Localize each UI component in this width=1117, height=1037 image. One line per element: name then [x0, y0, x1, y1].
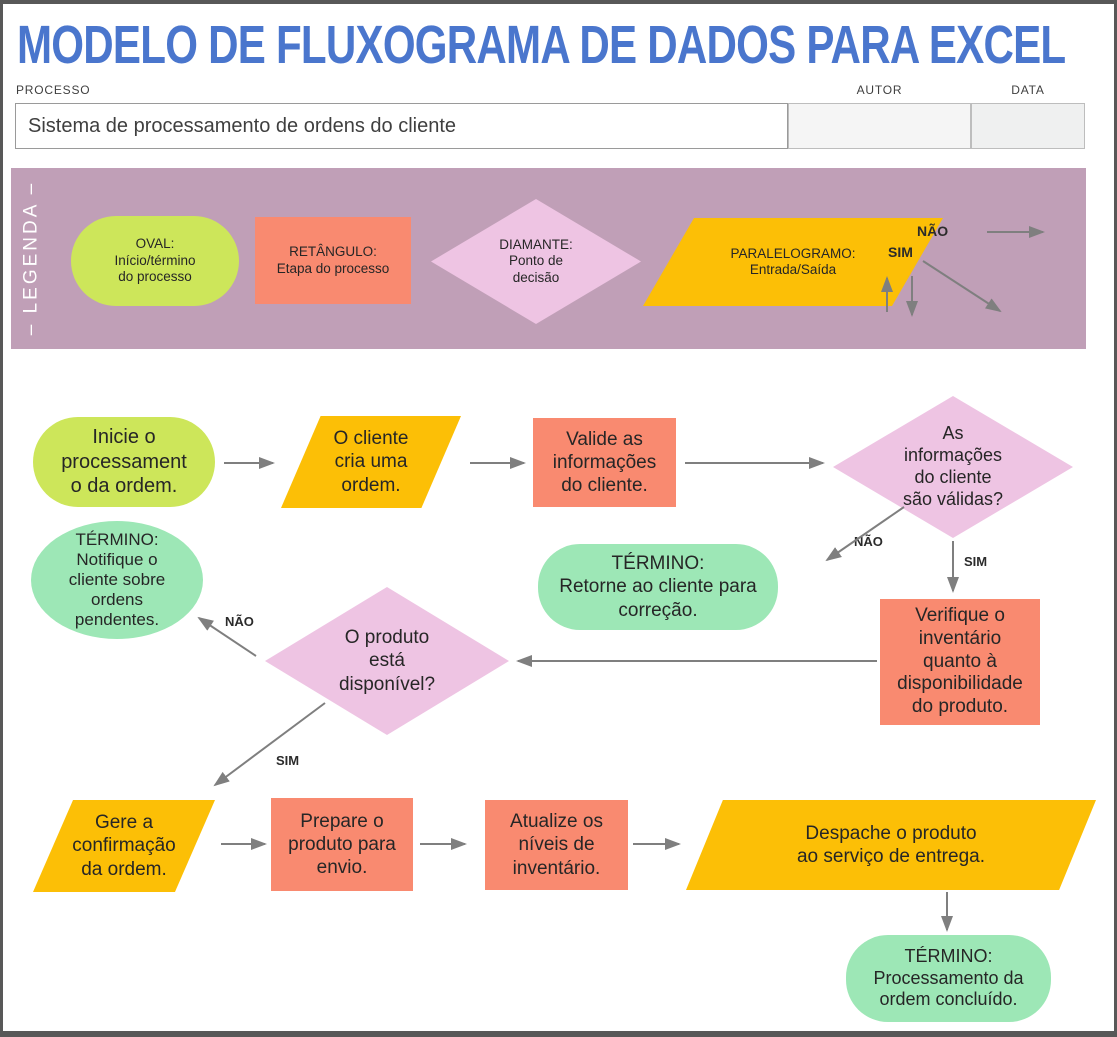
legend-band: – LEGENDA – OVAL: Início/término do proc… — [11, 168, 1086, 349]
author-input[interactable] — [788, 103, 971, 149]
arrow-product-available-yes-to-confirmation — [213, 702, 326, 787]
info-valid-yes-label: SIM — [964, 554, 988, 569]
date-label: DATA — [1011, 83, 1045, 97]
flow-node-end-correction[interactable]: TÉRMINO: Retorne ao cliente para correçã… — [538, 544, 778, 630]
flow-node-end-pending[interactable]: TÉRMINO: Notifique o cliente sobre orden… — [31, 521, 203, 639]
flow-node-check-inventory[interactable]: Verifique o inventário quanto à disponib… — [880, 599, 1040, 725]
flow-node-dispatch-delivery[interactable]: Despache o produto ao serviço de entrega… — [686, 800, 1096, 890]
flow-node-update-inventory[interactable]: Atualize os níveis de inventário. — [485, 800, 628, 890]
product-available-yes-label: SIM — [276, 753, 300, 768]
process-label: PROCESSO — [16, 83, 91, 97]
legend-parallelogram-shape: PARALELOGRAMO: Entrada/Saída — [643, 218, 943, 306]
author-label: AUTOR — [856, 83, 903, 97]
date-input[interactable] — [971, 103, 1085, 149]
flow-node-generate-confirmation[interactable]: Gere a confirmação da ordem. — [33, 800, 215, 892]
process-input[interactable]: Sistema de processamento de ordens do cl… — [15, 103, 788, 149]
flow-node-end-complete[interactable]: TÉRMINO: Processamento da ordem concluíd… — [846, 935, 1051, 1022]
info-valid-no-label: NÃO — [854, 534, 883, 549]
page-title: MODELO DE FLUXOGRAMA DE DADOS PARA EXCEL — [17, 15, 1066, 75]
flow-node-validate-info[interactable]: Valide as informações do cliente. — [533, 418, 676, 507]
flow-node-prepare-shipping[interactable]: Prepare o produto para envio. — [271, 798, 413, 891]
legend-oval-shape: OVAL: Início/término do processo — [71, 216, 239, 306]
legend-title: – LEGENDA – — [20, 180, 42, 336]
legend-no-label: NÃO — [917, 223, 949, 239]
legend-yes-label: SIM — [888, 244, 913, 260]
flow-node-create-order[interactable]: O cliente cria uma ordem. — [281, 416, 461, 508]
legend-diamond-shape: DIAMANTE: Ponto de decisão — [431, 199, 641, 324]
flow-node-start[interactable]: Inicie o processament o da ordem. — [33, 417, 215, 507]
legend-rectangle-shape: RETÂNGULO: Etapa do processo — [255, 217, 411, 304]
flow-node-info-valid-decision[interactable]: As informações do cliente são válidas? — [833, 396, 1073, 538]
product-available-no-label: NÃO — [225, 614, 254, 629]
flow-node-product-available-decision[interactable]: O produto está disponível? — [265, 587, 509, 735]
process-value: Sistema de processamento de ordens do cl… — [28, 114, 457, 137]
